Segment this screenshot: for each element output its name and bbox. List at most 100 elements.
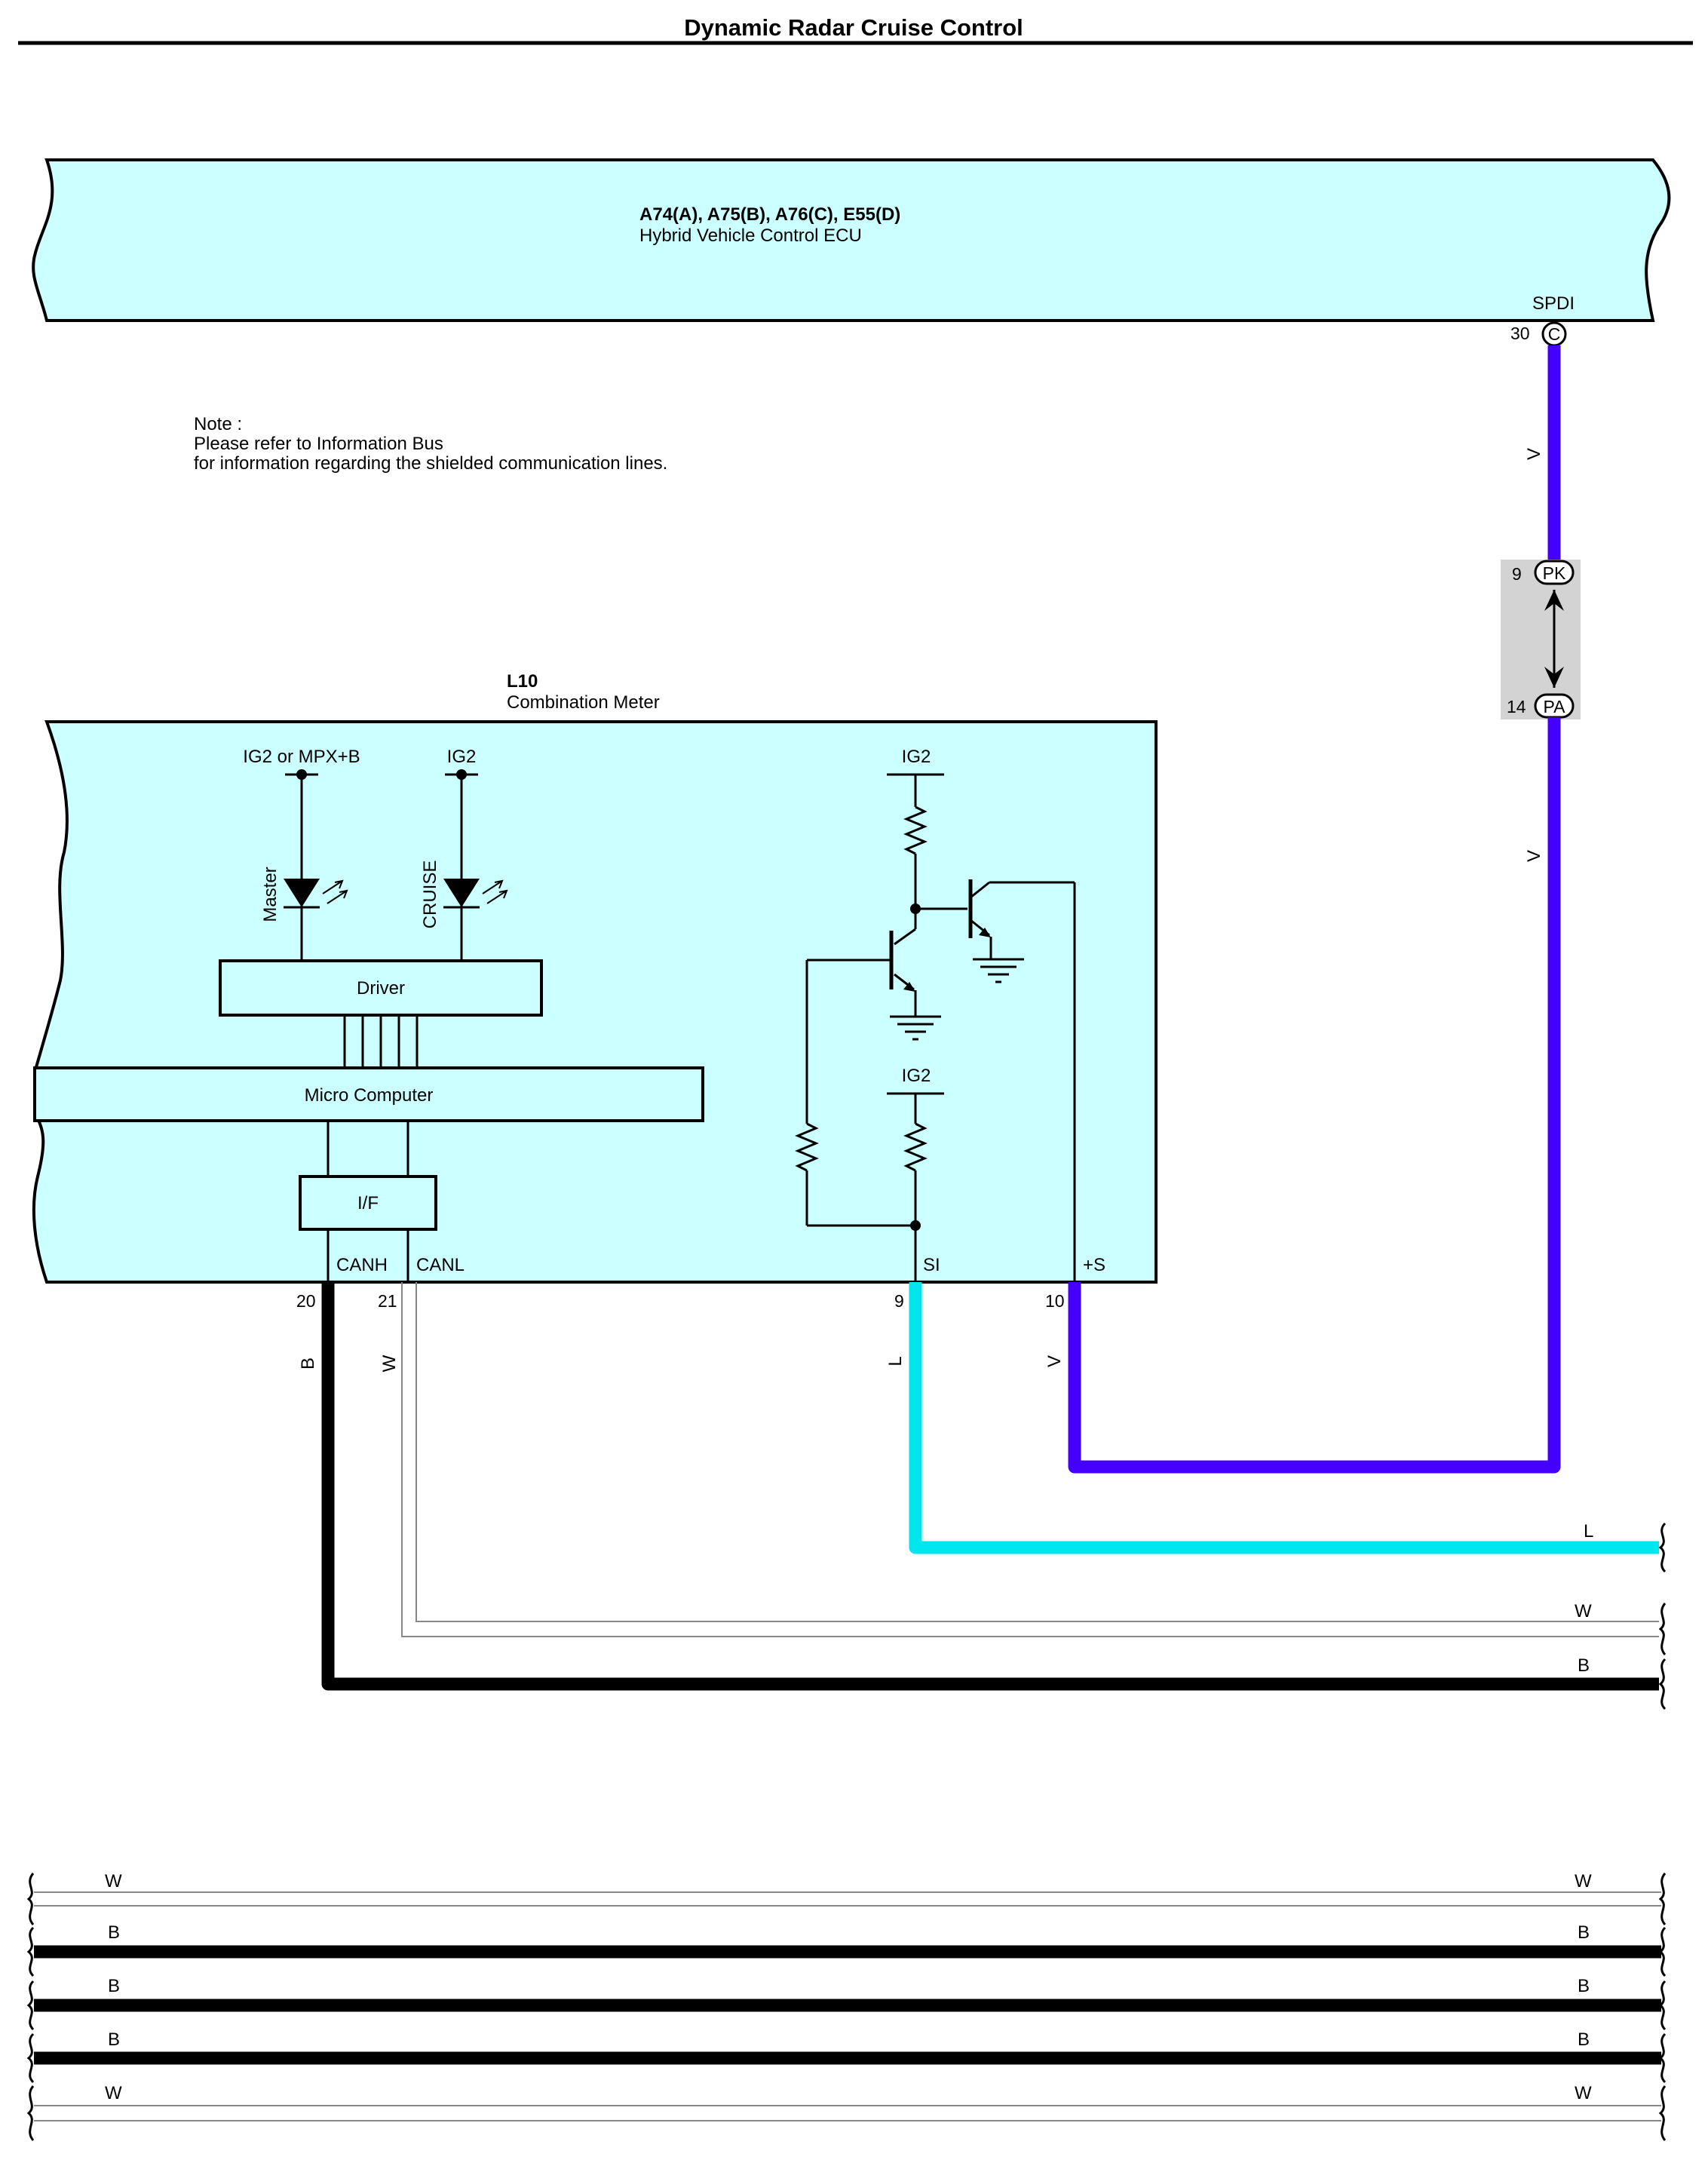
bottom-row-4: B B	[34, 2029, 1661, 2065]
wire-color-si: L	[885, 1356, 906, 1366]
wire-color-pa-down: V	[1524, 850, 1544, 862]
break-mark-bottom-left-3	[26, 1980, 35, 2031]
break-mark-bottom-left-2	[26, 1926, 35, 1977]
interface-label: I/F	[357, 1193, 379, 1213]
meter-name: Combination Meter	[507, 692, 660, 713]
bottom-row-1: W W	[34, 1871, 1661, 1907]
junction-connector-pa-label: PA	[1544, 697, 1566, 716]
wire-canh	[321, 1282, 1659, 1691]
break-mark-bottom-left-5	[26, 2085, 35, 2141]
bottom-row-2-right: B	[1578, 1922, 1590, 1943]
wire-color-canh: B	[298, 1358, 318, 1370]
break-mark-b	[1658, 1658, 1667, 1710]
bottom-row-3: B B	[34, 1976, 1661, 2012]
q1-emitter-arrow	[903, 982, 915, 992]
bottom-row-1-right: W	[1575, 1871, 1592, 1891]
meter-code: L10	[507, 671, 538, 692]
break-mark-l	[1658, 1522, 1667, 1573]
meter-box	[32, 720, 1158, 1284]
supply-ig2-mpx: IG2 or MPX+B	[243, 747, 360, 767]
wire-color-canl: W	[379, 1354, 400, 1372]
resistor-lower	[903, 1122, 928, 1172]
break-mark-bottom-left-4	[26, 2032, 35, 2084]
bottom-row-4-right: B	[1578, 2029, 1590, 2050]
break-mark-bottom-right-4	[1658, 2032, 1667, 2084]
wire-canl-inner	[416, 1282, 1659, 1622]
pin-canh: 20	[296, 1291, 316, 1311]
master-led-ray-2	[327, 889, 348, 904]
bottom-row-4-left: B	[108, 2029, 120, 2050]
supply-ig2-lower: IG2	[902, 1066, 931, 1086]
supply-ig2-upper: IG2	[902, 747, 931, 767]
ecu-connectors: A74(A), A75(B), A76(C), E55(D)	[639, 204, 900, 225]
bottom-row-1-left: W	[105, 1871, 122, 1891]
wire-pa-to-s	[1068, 717, 1561, 1474]
ground-icon-q2	[973, 958, 1024, 983]
break-mark-bottom-left-1	[26, 1873, 35, 1925]
ecu-connector-c-label: C	[1548, 324, 1561, 344]
interface-block	[299, 1175, 437, 1231]
led-master-label: Master	[260, 867, 281, 922]
wire-color-ecu-pk: V	[1524, 448, 1544, 460]
ecu-terminal-spdi: SPDI	[1532, 293, 1575, 314]
supply-ig2-cruise: IG2	[447, 747, 477, 767]
break-mark-bottom-right-2	[1658, 1926, 1667, 1977]
note-line-3: for information regarding the shielded c…	[194, 453, 667, 474]
bottom-row-5-left: W	[105, 2083, 122, 2103]
q2-emitter-arrow	[979, 928, 991, 937]
break-mark-w	[1658, 1603, 1667, 1655]
resistor-upper	[903, 805, 928, 855]
pin-canl: 21	[378, 1291, 397, 1311]
pin-s: 10	[1045, 1291, 1065, 1311]
node-si	[910, 1220, 921, 1231]
terminal-si: SI	[923, 1255, 940, 1275]
master-led-icon	[284, 879, 320, 907]
led-cruise-label: CRUISE	[420, 861, 440, 929]
driver-block	[219, 959, 543, 1017]
driver-label: Driver	[357, 978, 405, 999]
micro-computer-block	[33, 1066, 704, 1122]
break-mark-bottom-right-5	[1658, 2085, 1667, 2141]
wire-color-out-b: B	[1578, 1655, 1590, 1676]
ecu-name: Hybrid Vehicle Control ECU	[639, 225, 862, 246]
bottom-row-3-left: B	[108, 1976, 120, 1996]
bottom-row-5-right: W	[1575, 2083, 1592, 2103]
note-line-2: Please refer to Information Bus	[194, 434, 443, 454]
junction-upper-pin: 9	[1512, 564, 1522, 584]
bottom-row-3-right: B	[1578, 1976, 1590, 1996]
terminal-canh: CANH	[336, 1255, 388, 1275]
junction-connector-pk-label: PK	[1543, 563, 1566, 583]
wire-canl-outer	[401, 1282, 1659, 1637]
wire-si	[909, 1282, 1659, 1554]
junction-lower-pin: 14	[1507, 697, 1526, 716]
junction-connector-pk	[1534, 560, 1575, 585]
pin-si: 9	[894, 1291, 904, 1311]
break-mark-bottom-right-1	[1658, 1873, 1667, 1925]
cruise-led-ray-2	[486, 889, 508, 904]
cruise-led-ray-1	[482, 879, 504, 894]
micro-computer-label: Micro Computer	[305, 1085, 434, 1106]
bottom-row-2: B B	[34, 1922, 1661, 1959]
ecu-terminal-pin: 30	[1510, 324, 1530, 343]
ecu-box	[32, 158, 1671, 322]
wire-color-out-w: W	[1575, 1601, 1592, 1621]
page-title: Dynamic Radar Cruise Control	[684, 14, 1023, 41]
break-mark-bottom-right-3	[1658, 1980, 1667, 2031]
wire-color-out-l: L	[1584, 1521, 1593, 1542]
q1-collector-leg	[894, 928, 916, 946]
junction-block	[1501, 560, 1581, 719]
cruise-led-icon	[443, 879, 480, 907]
wire-color-s: V	[1044, 1355, 1065, 1367]
bottom-row-5: W W	[34, 2083, 1661, 2121]
junction-arrow-up	[1544, 590, 1564, 611]
note-line-1: Note :	[194, 414, 242, 434]
ground-icon-q1	[890, 1015, 941, 1041]
bottom-row-2-left: B	[108, 1922, 120, 1943]
master-led-ray-1	[322, 879, 344, 894]
resistor-left	[795, 1122, 819, 1172]
q2-collector-leg	[970, 881, 990, 899]
terminal-canl: CANL	[416, 1255, 465, 1275]
terminal-s: +S	[1083, 1255, 1105, 1275]
junction-arrow-down	[1544, 667, 1564, 688]
